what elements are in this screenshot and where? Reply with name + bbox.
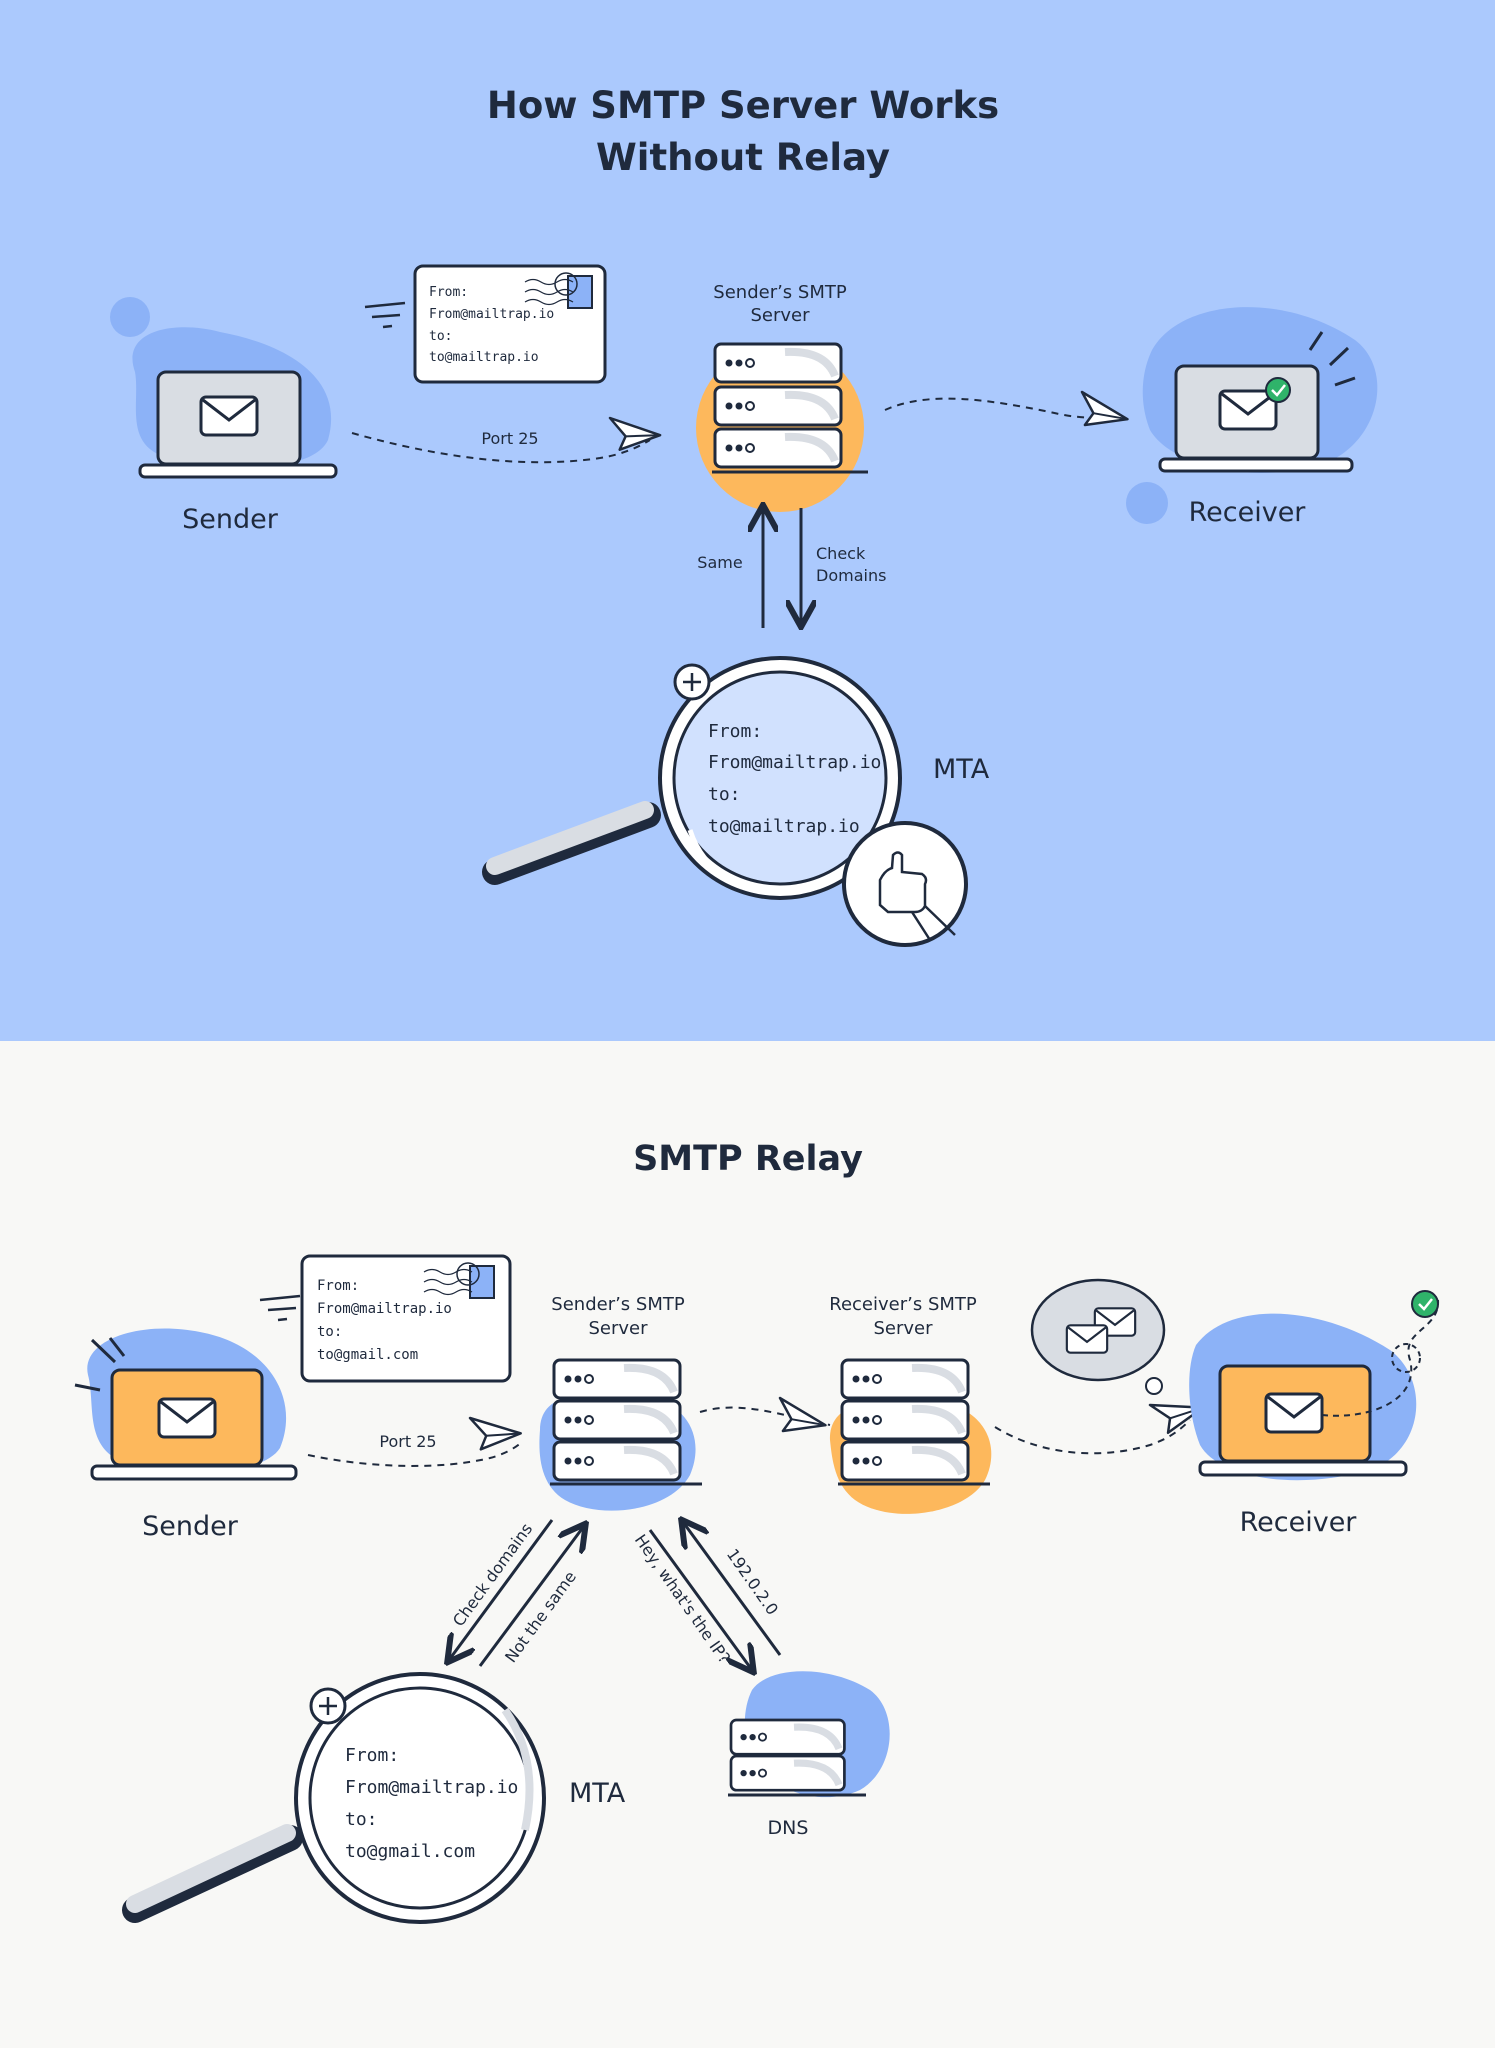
- lens-from-label: From:: [345, 1745, 399, 1766]
- server-unit: [731, 1720, 844, 1754]
- bottom-delivery-path: [994, 1419, 1191, 1455]
- card-to-value: to@gmail.com: [317, 1347, 418, 1363]
- top-server-label-line2: Server: [750, 305, 810, 326]
- dns-server: [728, 1671, 890, 1798]
- lens-from-value: From@mailtrap.io: [708, 752, 881, 773]
- bottom-title: SMTP Relay: [633, 1139, 863, 1179]
- card-to-label: to:: [317, 1324, 342, 1340]
- lens-from-label: From:: [708, 721, 762, 742]
- lens-to-label: to:: [345, 1809, 378, 1830]
- top-mta-magnifier: From: From@mailtrap.io to: to@mailtrap.i…: [482, 656, 968, 947]
- server-unit: [715, 387, 841, 425]
- bottom-sender-server-line1: Sender’s SMTP: [551, 1294, 685, 1315]
- arrow-not-same: [478, 1526, 584, 1667]
- paper-plane-icon: [768, 1396, 831, 1446]
- thought-bubble: [1030, 1278, 1166, 1395]
- top-title-line1: How SMTP Server Works: [487, 84, 999, 127]
- top-same-label: Same: [697, 553, 742, 572]
- top-server-label-line1: Sender’s SMTP: [713, 282, 847, 303]
- top-check-label-line1: Check: [816, 544, 866, 563]
- bottom-receiver-server-line1: Receiver’s SMTP: [829, 1294, 977, 1315]
- bottom-sender-server-line2: Server: [588, 1318, 648, 1339]
- server-unit: [715, 344, 841, 382]
- server-unit: [715, 429, 841, 467]
- ip-label: 192.0.2.0: [723, 1545, 782, 1618]
- top-title-line2: Without Relay: [596, 136, 890, 179]
- ping-lines: [1308, 331, 1356, 387]
- smtp-relay-panel: [0, 1041, 1495, 2048]
- paper-plane-icon: [604, 416, 663, 457]
- relay-path: [699, 1406, 831, 1426]
- delivery-trail: [1321, 1299, 1440, 1417]
- top-sender-label: Sender: [182, 504, 279, 535]
- check-icon: [1411, 1290, 1439, 1318]
- arrow-ip-response: [683, 1522, 782, 1656]
- bottom-sender-label: Sender: [142, 1511, 239, 1542]
- bottom-sender-laptop: [74, 1328, 298, 1481]
- envelope-icon: [199, 395, 259, 437]
- server-unit: [554, 1360, 680, 1398]
- bottom-mta-magnifier: From: From@mailtrap.io to: to@gmail.com: [122, 1672, 546, 1924]
- card-to-value: to@mailtrap.io: [429, 350, 539, 365]
- decor-bubble: [1126, 482, 1168, 524]
- server-unit: [554, 1442, 680, 1480]
- envelope-icon: [1065, 1324, 1109, 1354]
- motion-lines: [259, 1294, 301, 1322]
- card-from-label: From:: [429, 285, 468, 300]
- paper-plane-icon: [1070, 390, 1133, 440]
- top-receiver-label: Receiver: [1189, 497, 1307, 528]
- top-smtp-server: [696, 344, 868, 512]
- top-port-path: [351, 432, 651, 464]
- server-unit: [842, 1401, 968, 1439]
- bottom-receiver-server-line2: Server: [873, 1318, 933, 1339]
- check-icon: [1265, 377, 1291, 403]
- lens-to-label: to:: [708, 784, 741, 805]
- top-delivery-path: [884, 397, 1111, 419]
- bottom-sender-smtp-server: [539, 1360, 702, 1511]
- card-to-label: to:: [429, 329, 452, 344]
- thumbs-up-icon: [878, 851, 956, 941]
- top-port-label: Port 25: [481, 429, 538, 448]
- bottom-port-path: [307, 1441, 523, 1467]
- top-check-label-line2: Domains: [816, 566, 886, 585]
- card-from-label: From:: [317, 1278, 359, 1294]
- bottom-receiver-smtp-server: [829, 1360, 992, 1514]
- top-email-card: From: From@mailtrap.io to: to@mailtrap.i…: [364, 264, 607, 384]
- top-mta-label: MTA: [933, 754, 990, 785]
- bottom-mta-label: MTA: [569, 1778, 626, 1809]
- server-unit: [842, 1442, 968, 1480]
- server-unit: [554, 1401, 680, 1439]
- bottom-receiver-laptop: [1189, 1290, 1440, 1481]
- motion-lines: [364, 301, 406, 329]
- card-from-value: From@mailtrap.io: [317, 1301, 452, 1317]
- bottom-email-card: From: From@mailtrap.io to: to@gmail.com: [259, 1254, 512, 1383]
- bottom-port-label: Port 25: [379, 1432, 436, 1451]
- top-receiver-laptop: [1126, 307, 1378, 524]
- ping-lines: [74, 1337, 126, 1392]
- envelope-icon: [157, 1397, 217, 1439]
- dns-label: DNS: [768, 1817, 809, 1839]
- check-domains-label: Check domains: [449, 1520, 536, 1630]
- stamp-icon: [469, 1265, 495, 1299]
- arrow-whats-ip: [648, 1529, 752, 1670]
- bottom-receiver-label: Receiver: [1240, 1507, 1358, 1538]
- server-unit: [731, 1756, 844, 1790]
- lens-to-value: to@mailtrap.io: [708, 816, 860, 837]
- decor-bubble: [110, 297, 150, 337]
- card-from-value: From@mailtrap.io: [429, 307, 554, 322]
- whats-ip-label: Hey, what's the IP?: [631, 1531, 734, 1667]
- lens-to-value: to@gmail.com: [345, 1841, 475, 1862]
- arrow-check-domains: [449, 1519, 554, 1660]
- server-unit: [842, 1360, 968, 1398]
- top-sender-laptop: [110, 297, 338, 479]
- lens-from-value: From@mailtrap.io: [345, 1777, 518, 1798]
- envelope-icon: [1264, 1392, 1324, 1434]
